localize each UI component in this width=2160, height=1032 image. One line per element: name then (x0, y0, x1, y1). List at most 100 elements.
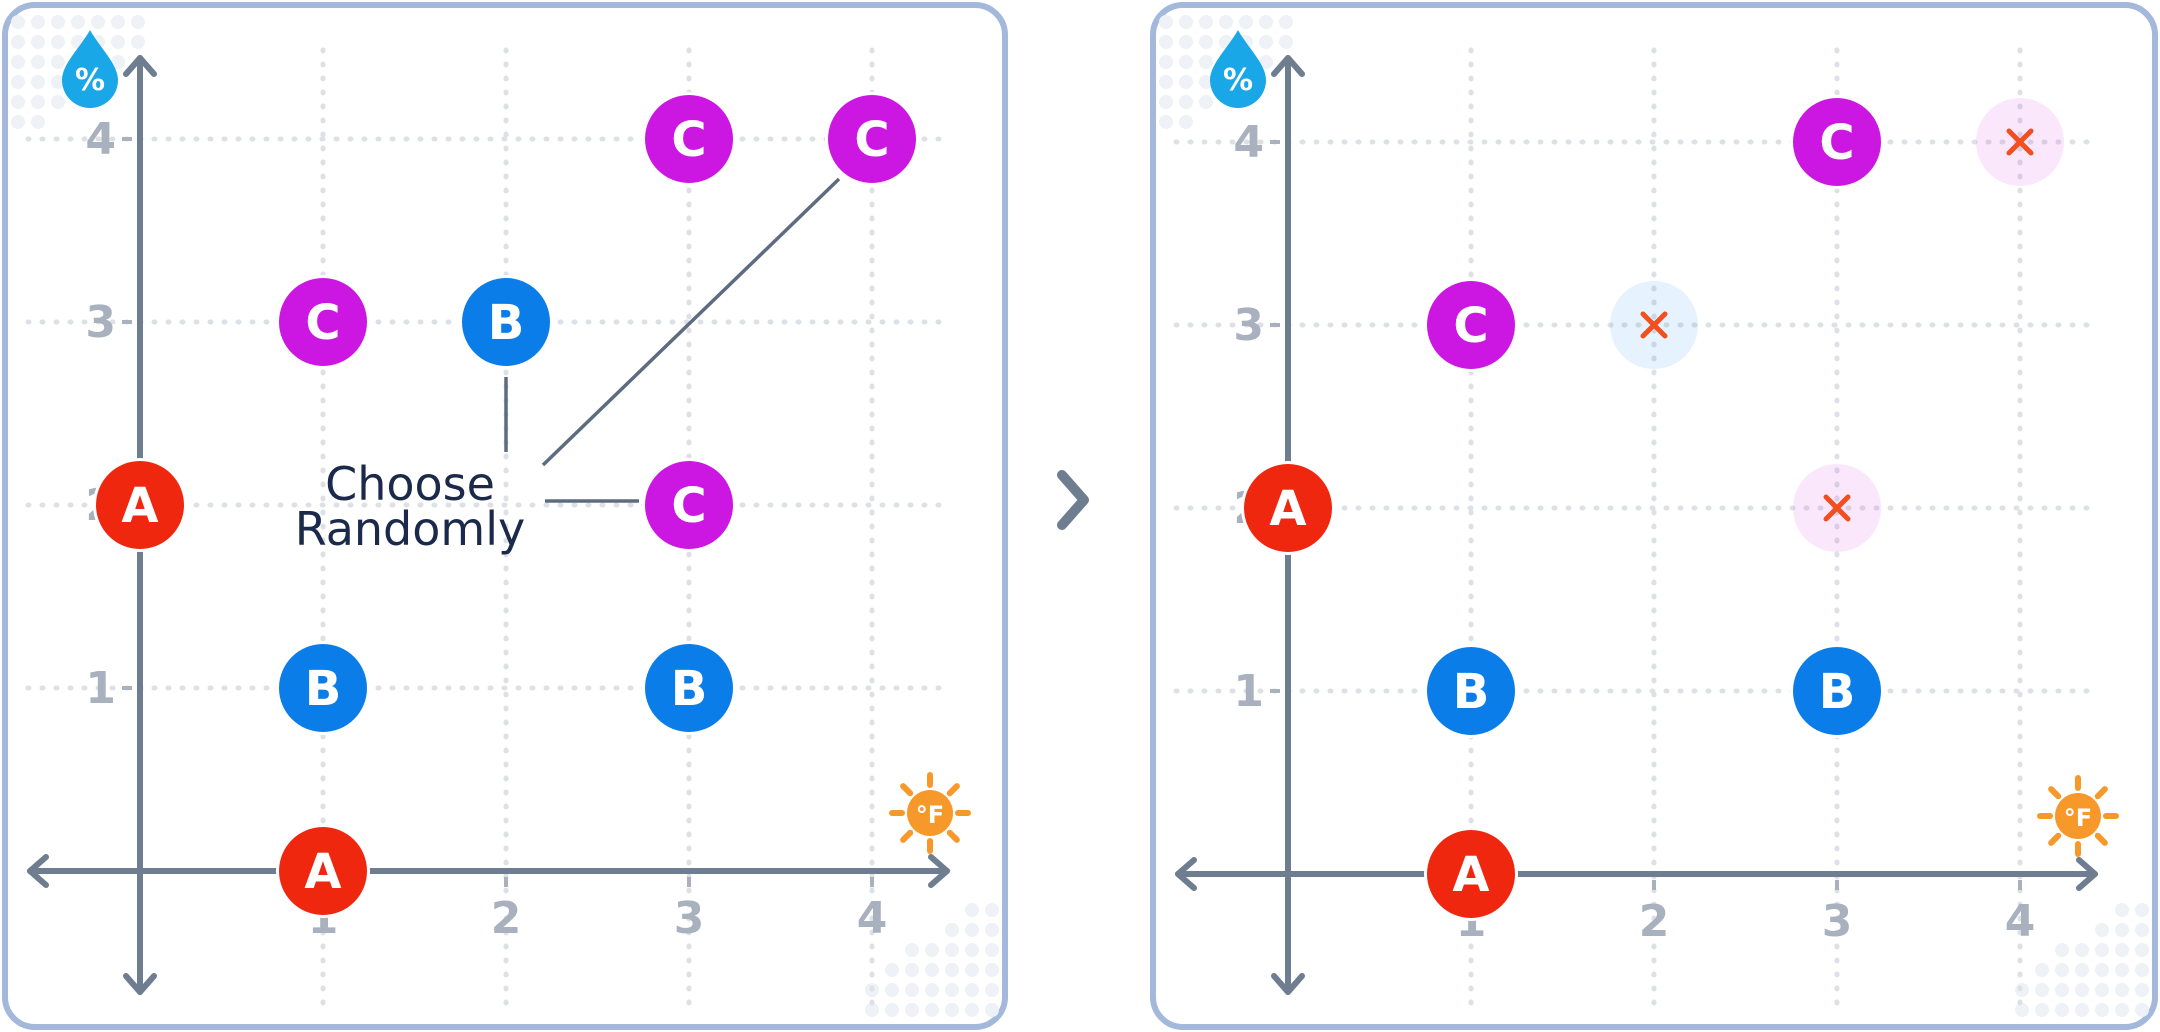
texture-dot (131, 35, 145, 49)
texture-dot (885, 983, 899, 997)
annotation-text: Choose (325, 457, 495, 511)
texture-dot (51, 15, 65, 29)
texture-dot (1159, 95, 1173, 109)
texture-dot (31, 15, 45, 29)
sun-ray (900, 829, 914, 843)
point-label: C (305, 295, 340, 351)
texture-dot (905, 943, 919, 957)
y-axis-arrow-top (1271, 55, 1305, 77)
point-b: B (1424, 644, 1518, 738)
texture-dot (985, 963, 999, 977)
texture-dot (1199, 15, 1213, 29)
point-marker (645, 644, 733, 732)
point-label: C (671, 112, 706, 168)
texture-dot (2075, 983, 2089, 997)
texture-dot (905, 1003, 919, 1017)
texture-dot (2095, 963, 2109, 977)
drop-shape (62, 30, 118, 108)
point-b: B (276, 641, 370, 735)
texture-dot (2055, 963, 2069, 977)
removed-point-c (1976, 98, 2064, 186)
texture-dot (1159, 55, 1173, 69)
texture-dot (51, 75, 65, 89)
temperature-fahrenheit-sun-icon: °F (2037, 775, 2119, 857)
point-label: A (304, 844, 341, 900)
x-tick-label: 2 (1639, 896, 1670, 947)
texture-dot (1199, 75, 1213, 89)
transition-arrow (1050, 465, 1100, 535)
temperature-fahrenheit-sun-icon: °F (889, 772, 971, 854)
texture-dot (945, 923, 959, 937)
texture-dot (905, 983, 919, 997)
texture-dot (2115, 1003, 2129, 1017)
x-tick-label: 3 (674, 893, 705, 944)
texture-dot (1239, 15, 1253, 29)
removed-point-b (1610, 281, 1698, 369)
point-c: C (276, 275, 370, 369)
texture-dot (1159, 15, 1173, 29)
texture-dot (2135, 923, 2149, 937)
y-tick-label: 4 (85, 114, 116, 165)
point-a: A (276, 824, 370, 918)
texture-dot (2095, 943, 2109, 957)
texture-dot (11, 15, 25, 29)
point-c: C (642, 92, 736, 186)
x-tick-label: 4 (857, 893, 888, 944)
texture-dot (965, 963, 979, 977)
point-label: B (1819, 664, 1856, 720)
point-marker (645, 95, 733, 183)
texture-dot (2115, 903, 2129, 917)
temperature-icon-label: °F (916, 801, 944, 829)
removed-x-mark (2006, 128, 2034, 156)
point-label: C (671, 478, 706, 534)
texture-dot (1279, 15, 1293, 29)
texture-dot (31, 115, 45, 129)
texture-dot (1259, 35, 1273, 49)
point-a: A (1424, 827, 1518, 921)
texture-dot (1199, 35, 1213, 49)
texture-dot (965, 1003, 979, 1017)
texture-dot (2075, 1003, 2089, 1017)
texture-dot (2075, 943, 2089, 957)
texture-dot (945, 1003, 959, 1017)
texture-dot (1279, 35, 1293, 49)
point-marker (462, 278, 550, 366)
humidity-percent-drop-icon: % (62, 30, 118, 108)
sun-ray (2094, 786, 2108, 800)
x-axis-arrow-left (1175, 857, 1197, 891)
sun-ray (2094, 832, 2108, 846)
texture-dot (865, 1003, 879, 1017)
texture-dot (2115, 943, 2129, 957)
texture-dot (2095, 923, 2109, 937)
texture-dot (1199, 55, 1213, 69)
texture-dot (1159, 115, 1173, 129)
texture-dot (2055, 943, 2069, 957)
point-marker (96, 461, 184, 549)
sun-ray (2048, 786, 2062, 800)
removed-point-c (1793, 464, 1881, 552)
texture-dot (2075, 963, 2089, 977)
point-label: A (1269, 481, 1306, 537)
texture-dot (985, 943, 999, 957)
texture-dot (71, 15, 85, 29)
point-marker (279, 278, 367, 366)
temperature-icon-label: °F (2064, 804, 2092, 832)
point-c: C (642, 458, 736, 552)
point-label: B (305, 661, 342, 717)
texture-dot (1179, 95, 1193, 109)
point-b: B (642, 641, 736, 735)
point-marker (1427, 647, 1515, 735)
texture-dot (2095, 983, 2109, 997)
point-label: A (1452, 847, 1489, 903)
point-c: C (1790, 95, 1884, 189)
texture-dot (945, 963, 959, 977)
texture-dot (31, 95, 45, 109)
texture-dot (2015, 1003, 2029, 1017)
texture-dot (945, 943, 959, 957)
point-label: C (854, 112, 889, 168)
sun-disc (2055, 793, 2101, 839)
x-tick-label: 2 (491, 893, 522, 944)
